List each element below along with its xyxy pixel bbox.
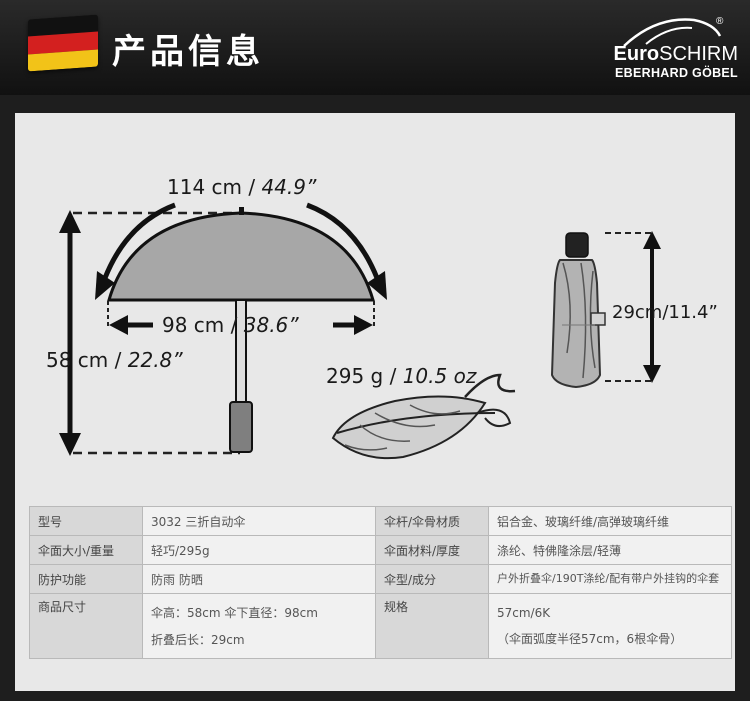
arc-arrow-left xyxy=(102,202,176,279)
spec-value: 涤纶、特佛隆涂层/轻薄 xyxy=(488,535,732,565)
arc-arrow-right xyxy=(306,202,380,279)
spec-value: 铝合金、玻璃纤维/高弹玻璃纤维 xyxy=(488,506,732,536)
spec-label: 伞面大小/重量 xyxy=(29,535,143,565)
brand-subtitle: EBERHARD GÖBEL xyxy=(615,66,738,80)
table-row: 防护功能 防雨 防晒 伞型/成分 户外折叠伞/190T涤纶/配有带户外挂钩的伞套 xyxy=(29,564,732,594)
spec-label: 规格 xyxy=(375,593,489,659)
table-row: 伞面大小/重量 轻巧/295g 伞面材料/厚度 涤纶、特佛隆涂层/轻薄 xyxy=(29,535,732,565)
brand-name: EuroSCHIRM xyxy=(613,43,738,65)
spec-table: 型号 3032 三折自动伞 伞杆/伞骨材质 铝合金、玻璃纤维/高弹玻璃纤维 伞面… xyxy=(29,506,732,659)
spec-label: 伞面材料/厚度 xyxy=(375,535,489,565)
umbrella-arc-icon: ® xyxy=(623,16,724,47)
page-title: 产品信息 xyxy=(112,32,264,72)
spec-label: 型号 xyxy=(29,506,143,536)
spec-value: 57cm/6K （伞面弧度半径57cm，6根伞骨） xyxy=(488,593,732,659)
umbrella-handle xyxy=(229,401,253,453)
spec-label: 防护功能 xyxy=(29,564,143,594)
spec-value: 伞高：58cm 伞下直径：98cm 折叠后长：29cm xyxy=(142,593,376,659)
table-row: 型号 3032 三折自动伞 伞杆/伞骨材质 铝合金、玻璃纤维/高弹玻璃纤维 xyxy=(29,506,732,536)
spec-value: 户外折叠伞/190T涤纶/配有带户外挂钩的伞套 xyxy=(488,564,732,594)
spec-value: 3032 三折自动伞 xyxy=(142,506,376,536)
spec-value: 轻巧/295g xyxy=(142,535,376,565)
umbrella-canopy xyxy=(107,211,375,302)
spec-label: 伞杆/伞骨材质 xyxy=(375,506,489,536)
diameter-label: 98 cm / 38.6” xyxy=(162,313,299,337)
registered-mark: ® xyxy=(716,16,724,27)
height-label: 58 cm / 22.8” xyxy=(46,348,183,372)
folded-umbrella-illustration xyxy=(550,232,606,389)
euroschirm-logo: ® EuroSCHIRM EBERHARD GÖBEL xyxy=(598,10,738,84)
germany-flag-icon xyxy=(28,14,98,72)
page-header: 产品信息 ® EuroSCHIRM EBERHARD GÖBEL xyxy=(0,0,750,95)
umbrella-dimension-diagram xyxy=(59,202,661,460)
table-row: 商品尺寸 伞高：58cm 伞下直径：98cm 折叠后长：29cm 规格 57cm… xyxy=(29,593,732,659)
circumference-label: 114 cm / 44.9” xyxy=(167,175,317,199)
weight-label: 295 g / 10.5 oz xyxy=(326,364,477,388)
feather-icon xyxy=(331,373,516,460)
spec-label: 伞型/成分 xyxy=(375,564,489,594)
spec-value: 防雨 防晒 xyxy=(142,564,376,594)
spec-label: 商品尺寸 xyxy=(29,593,143,659)
folded-length-label: 29cm/11.4” xyxy=(612,302,718,323)
